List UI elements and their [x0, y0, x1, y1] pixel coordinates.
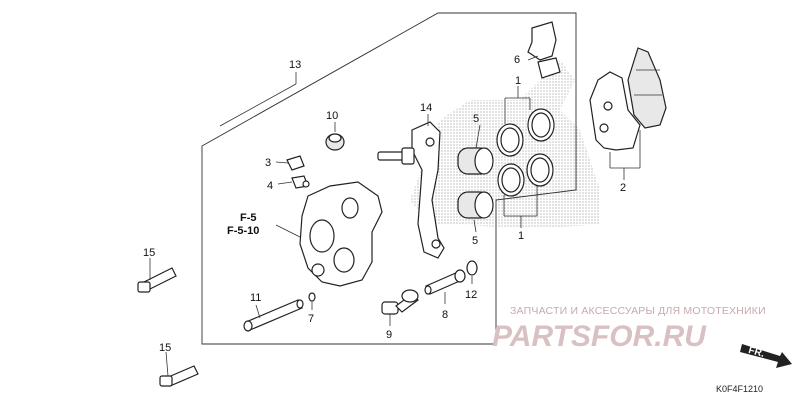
callout-12: 12: [465, 289, 477, 301]
caliper-bracket: [377, 121, 445, 259]
front-direction-label: FR.: [747, 345, 766, 360]
callout-13: 13: [289, 59, 301, 71]
callout-7: 7: [308, 313, 314, 325]
mounting-bolt-upper: [137, 267, 177, 293]
pin-bolt: [243, 299, 304, 332]
callout-8: 8: [442, 309, 448, 321]
pad-spring: [527, 21, 561, 79]
callout-5-top: 5: [473, 113, 479, 125]
pin-boot: [466, 260, 478, 276]
callout-4: 4: [267, 180, 273, 192]
slide-pin: [424, 269, 466, 295]
callout-3: 3: [265, 157, 271, 169]
leader-lines: [149, 55, 641, 377]
retaining-clip: [308, 292, 316, 302]
callout-11: 11: [250, 292, 261, 304]
mounting-bolt-lower: [159, 365, 199, 387]
reference-f5-10: F-5-10: [227, 225, 259, 237]
brake-pad-outer: [627, 47, 667, 129]
callout-1-top: 1: [515, 75, 521, 87]
callout-15-upper: 15: [143, 247, 155, 259]
watermark-subtitle: ЗАПЧАСТИ И АКСЕССУАРЫ ДЛЯ МОТОТЕХНИКИ: [510, 305, 766, 317]
callout-6: 6: [514, 54, 520, 66]
callout-labels: 1 1 2 3 4 5 5 6 7 8 9 10 11 12 13 14 15 …: [143, 54, 626, 354]
bleeder-cap: [325, 133, 345, 151]
reference-f5: F-5: [240, 212, 257, 224]
callout-10: 10: [326, 110, 338, 122]
callout-14: 14: [420, 102, 432, 114]
bleeder-valve: [286, 155, 310, 189]
caliper-pistons: [457, 147, 494, 219]
piston-seals: [496, 108, 555, 197]
callout-15-lower: 15: [159, 342, 171, 354]
brake-pad-inner: [589, 71, 641, 151]
assembly-frame: [201, 12, 577, 345]
callout-1-bottom: 1: [518, 230, 524, 242]
diagram-code: K0F4F1210: [716, 384, 763, 394]
banjo-bolt: [381, 289, 419, 315]
watermark-brand: PARTSFOR.RU: [492, 320, 707, 353]
callout-9: 9: [386, 329, 392, 341]
front-direction-arrow: FR.: [740, 344, 792, 368]
callout-2: 2: [620, 182, 626, 194]
callout-5-bottom: 5: [472, 235, 478, 247]
caliper-body: [299, 181, 383, 287]
